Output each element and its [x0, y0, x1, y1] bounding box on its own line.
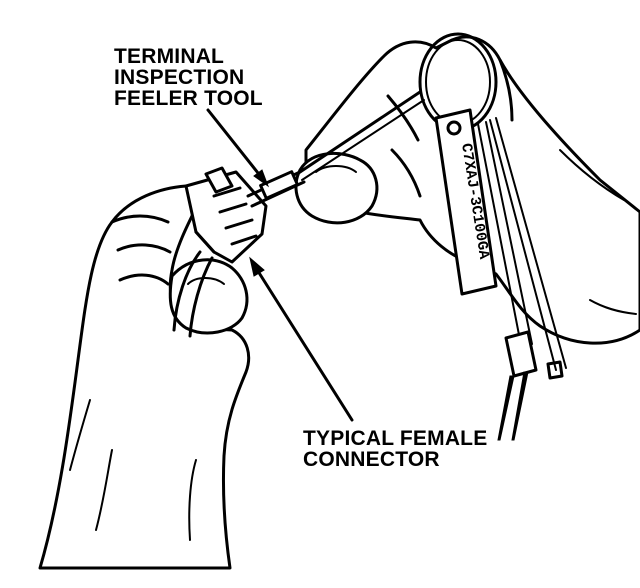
connector-leader [249, 256, 354, 422]
female-connector-label-line1: TYPICAL FEMALE [303, 427, 488, 450]
female-connector-label: TYPICAL FEMALE CONNECTOR [303, 428, 487, 470]
spare-probes [477, 117, 567, 441]
tool-leader [206, 108, 270, 188]
female-connector-label-line2: CONNECTOR [303, 448, 440, 471]
feeler-tool-label-line3: FEELER TOOL [114, 87, 263, 110]
feeler-tool-label-line2: INSPECTION [114, 66, 245, 89]
feeler-tool-label: TERMINAL INSPECTION FEELER TOOL [114, 46, 263, 109]
feeler-tool-label-line1: TERMINAL [114, 45, 225, 68]
feeler-tool [246, 90, 425, 208]
female-connector [172, 166, 268, 338]
left-hand [38, 184, 251, 570]
